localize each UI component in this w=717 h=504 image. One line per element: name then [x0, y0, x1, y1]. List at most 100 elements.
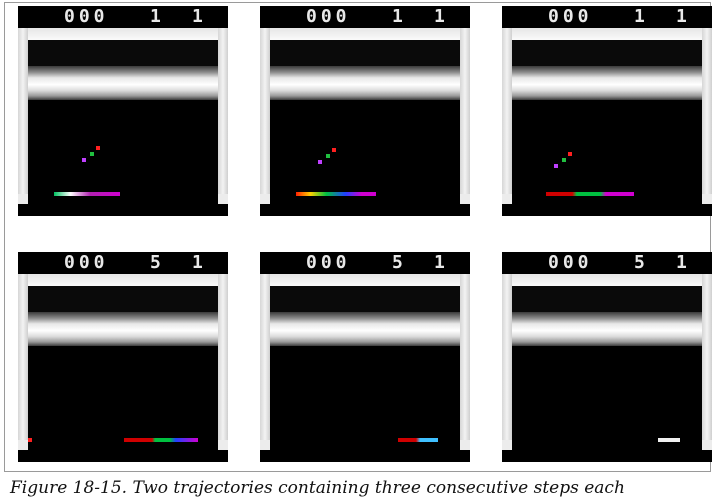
floor — [260, 450, 470, 462]
score-display: 000 — [64, 6, 109, 27]
ball-trail — [82, 158, 86, 162]
paddle — [546, 192, 634, 196]
left-wall — [18, 28, 28, 198]
floor-right — [702, 194, 712, 204]
brick-zone — [28, 312, 218, 346]
scorebar: 000 1 1 — [18, 6, 228, 28]
scorebar: 000 5 1 — [18, 252, 228, 274]
right-wall — [460, 28, 470, 198]
scorebar: 000 5 1 — [502, 252, 712, 274]
score-display: 000 — [64, 252, 109, 273]
playfield — [512, 100, 702, 204]
floor-right — [460, 194, 470, 204]
floor-right — [218, 194, 228, 204]
floor-left — [260, 194, 270, 204]
score-display: 000 — [548, 6, 593, 27]
top-wall — [502, 28, 712, 40]
floor — [502, 204, 712, 216]
figure-caption: Figure 18-15. Two trajectories containin… — [10, 478, 625, 498]
upper-band — [28, 286, 218, 312]
upper-band — [270, 40, 460, 66]
ball — [332, 148, 336, 152]
score-display: 000 — [306, 6, 351, 27]
top-wall — [502, 274, 712, 286]
brick-zone — [512, 312, 702, 346]
floor-left — [502, 194, 512, 204]
upper-band — [270, 286, 460, 312]
floor-right — [460, 440, 470, 450]
brick-zone — [270, 66, 460, 100]
floor-left — [502, 440, 512, 450]
brick-zone — [270, 312, 460, 346]
floor — [502, 450, 712, 462]
top-wall — [18, 28, 228, 40]
level-display: 1 — [434, 6, 449, 27]
lives-display: 5 — [634, 252, 649, 273]
level-display: 1 — [676, 252, 691, 273]
lives-display: 1 — [634, 6, 649, 27]
game-frame-row1-step1: 000 1 1 — [18, 6, 228, 216]
paddle — [124, 438, 198, 442]
scorebar: 000 1 1 — [260, 6, 470, 28]
score-display: 000 — [548, 252, 593, 273]
left-wall — [260, 28, 270, 198]
ball — [568, 152, 572, 156]
left-wall — [18, 274, 28, 444]
left-wall — [502, 28, 512, 198]
game-frame-row2-step1: 000 5 1 — [18, 252, 228, 462]
game-frame-row1-step3: 000 1 1 — [502, 6, 712, 216]
level-display: 1 — [192, 6, 207, 27]
playfield — [28, 100, 218, 204]
paddle — [658, 438, 680, 442]
upper-band — [512, 40, 702, 66]
floor — [18, 450, 228, 462]
ball — [96, 146, 100, 150]
scorebar: 000 1 1 — [502, 6, 712, 28]
ball-trail — [90, 152, 94, 156]
game-frame-row2-step2: 000 5 1 — [260, 252, 470, 462]
ball-trail — [554, 164, 558, 168]
brick-zone — [512, 66, 702, 100]
floor-right — [218, 440, 228, 450]
brick-zone — [28, 66, 218, 100]
left-wall — [502, 274, 512, 444]
level-display: 1 — [192, 252, 207, 273]
right-wall — [702, 28, 712, 198]
playfield — [270, 346, 460, 450]
paddle — [398, 438, 438, 442]
ball-at-wall — [28, 438, 32, 442]
top-wall — [260, 28, 470, 40]
right-wall — [218, 274, 228, 444]
game-frame-row1-step2: 000 1 1 — [260, 6, 470, 216]
playfield — [28, 346, 218, 450]
score-display: 000 — [306, 252, 351, 273]
floor-left — [18, 440, 28, 450]
upper-band — [28, 40, 218, 66]
game-frame-row2-step3: 000 5 1 — [502, 252, 712, 462]
ball-trail — [326, 154, 330, 158]
right-wall — [218, 28, 228, 198]
right-wall — [702, 274, 712, 444]
lives-display: 5 — [392, 252, 407, 273]
paddle — [54, 192, 120, 196]
lives-display: 1 — [392, 6, 407, 27]
playfield — [270, 100, 460, 204]
floor — [260, 204, 470, 216]
level-display: 1 — [434, 252, 449, 273]
top-wall — [18, 274, 228, 286]
floor — [18, 204, 228, 216]
lives-display: 5 — [150, 252, 165, 273]
floor-right — [702, 440, 712, 450]
lives-display: 1 — [150, 6, 165, 27]
paddle — [296, 192, 376, 196]
ball-trail — [318, 160, 322, 164]
floor-left — [18, 194, 28, 204]
left-wall — [260, 274, 270, 444]
right-wall — [460, 274, 470, 444]
ball-trail — [562, 158, 566, 162]
upper-band — [512, 286, 702, 312]
playfield — [512, 346, 702, 450]
top-wall — [260, 274, 470, 286]
floor-left — [260, 440, 270, 450]
scorebar: 000 5 1 — [260, 252, 470, 274]
